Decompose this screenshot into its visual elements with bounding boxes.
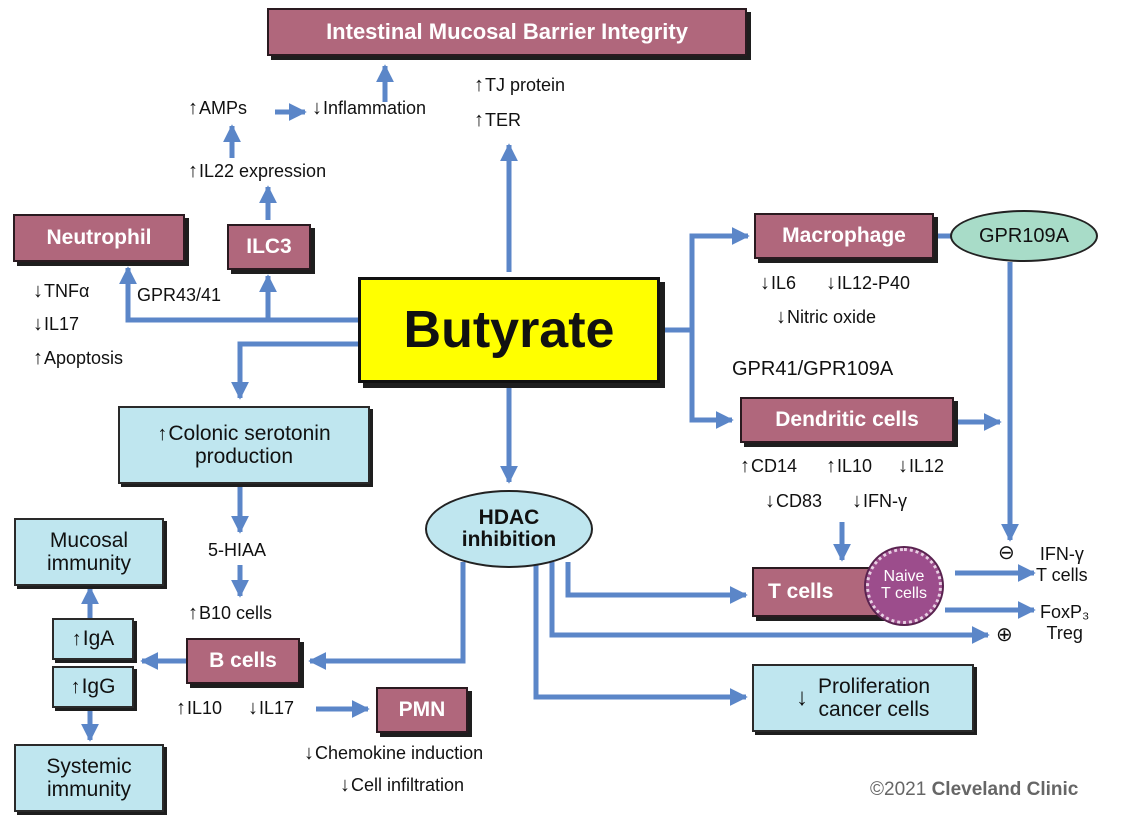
up-arrow-icon: ↑ <box>71 628 82 650</box>
arrow-butyrate-neutrophil <box>119 266 360 323</box>
amps-label: ↑AMPs <box>188 97 248 119</box>
apoptosis-label: ↑Apoptosis <box>33 347 124 369</box>
ifng-dc-label: ↓IFN-γ <box>852 490 907 512</box>
up-arrow-icon: ↑ <box>157 422 168 445</box>
up-arrow-icon: ↑ <box>176 697 186 719</box>
neutrophil-box: Neutrophil <box>13 214 185 262</box>
b-il17-label: ↓IL17 <box>248 697 295 719</box>
copyright-notice: ©2021 Cleveland Clinic <box>870 779 1079 800</box>
down-arrow-icon: ↓ <box>795 683 808 711</box>
down-arrow-icon: ↓ <box>826 272 836 294</box>
down-arrow-icon: ↓ <box>765 490 775 512</box>
down-arrow-icon: ↓ <box>33 313 43 335</box>
mucosal-immunity-box: Mucosal immunity <box>14 518 164 586</box>
down-arrow-icon: ↓ <box>760 272 770 294</box>
ifng-output-label: IFN-γ T cells <box>1036 544 1088 585</box>
iga-box: ↑IgA <box>52 618 134 660</box>
tnf-label: ↓TNFα <box>33 280 90 302</box>
foxp3-treg-label: FoxP₃ Treg <box>1040 602 1090 643</box>
inflammation-label: ↓Inflammation <box>312 97 427 119</box>
up-arrow-icon: ↑ <box>188 97 198 119</box>
infiltration-label: ↓Cell infiltration <box>340 774 465 796</box>
systemic-immunity-box: Systemic immunity <box>14 744 164 812</box>
dendritic-cells-box: Dendritic cells <box>740 397 954 443</box>
arrow-butyrate-macrophage <box>660 227 750 333</box>
up-arrow-icon: ↑ <box>188 160 198 182</box>
plus-symbol: ⊕ <box>996 624 1013 646</box>
il22-label: ↑IL22 expression <box>188 160 327 182</box>
5-hiaa-label: 5-HIAA <box>208 540 267 560</box>
down-arrow-icon: ↓ <box>852 490 862 512</box>
barrier-integrity-box: Intestinal Mucosal Barrier Integrity <box>267 8 747 56</box>
naive-t-cells-circle: Naive T cells <box>866 548 942 624</box>
b-cells-box: B cells <box>186 638 300 684</box>
up-arrow-icon: ↑ <box>740 455 750 477</box>
igg-box: ↑IgG <box>52 666 134 708</box>
down-arrow-icon: ↓ <box>248 697 258 719</box>
il6-label: ↓IL6 <box>760 272 797 294</box>
arrow-butyrate-dendritic <box>689 330 734 429</box>
b10-cells-label: ↑B10 cells <box>188 602 273 624</box>
up-arrow-icon: ↑ <box>70 676 81 698</box>
up-arrow-icon: ↑ <box>33 347 43 369</box>
arrow-hdac-tcells <box>565 562 748 604</box>
butyrate-box: Butyrate <box>358 277 660 383</box>
cd83-label: ↓CD83 <box>765 490 823 512</box>
chemokine-label: ↓Chemokine induction <box>304 742 484 764</box>
up-arrow-icon: ↑ <box>474 74 484 96</box>
il12-dc-label: ↓IL12 <box>898 455 945 477</box>
il12p40-label: ↓IL12-P40 <box>826 272 911 294</box>
down-arrow-icon: ↓ <box>312 97 322 119</box>
proliferation-box: ↓ Proliferation cancer cells <box>752 664 974 732</box>
arrow-hdac-plus <box>549 562 990 644</box>
ter-label: ↑TER <box>474 109 521 131</box>
down-arrow-icon: ↓ <box>776 306 786 328</box>
hdac-inhibition-oval: HDAC inhibition <box>425 490 593 568</box>
il10-dc-label: ↑IL10 <box>826 455 873 477</box>
nitric-oxide-label: ↓Nitric oxide <box>776 306 877 328</box>
arrow-hdac-bcells <box>308 562 466 670</box>
pmn-box: PMN <box>376 687 468 733</box>
butyrate-label: Butyrate <box>403 301 615 359</box>
minus-symbol: ⊖ <box>998 542 1015 564</box>
gpr109a-oval: GPR109A <box>950 210 1098 262</box>
cd14-label: ↑CD14 <box>740 455 798 477</box>
arrow-butyrate-serotonin <box>231 341 360 400</box>
il17-neutrophil-label: ↓IL17 <box>33 313 80 335</box>
ilc3-box: ILC3 <box>227 224 311 270</box>
up-arrow-icon: ↑ <box>188 602 198 624</box>
arrow-hdac-prolif <box>533 562 748 706</box>
down-arrow-icon: ↓ <box>304 742 314 764</box>
down-arrow-icon: ↓ <box>340 774 350 796</box>
tj-protein-label: ↑TJ protein <box>474 74 566 96</box>
down-arrow-icon: ↓ <box>33 280 43 302</box>
up-arrow-icon: ↑ <box>474 109 484 131</box>
gpr4341-label: GPR43/41 <box>137 285 222 305</box>
serotonin-box: ↑Colonic serotonin production <box>118 406 370 484</box>
macrophage-box: Macrophage <box>754 213 934 259</box>
down-arrow-icon: ↓ <box>898 455 908 477</box>
up-arrow-icon: ↑ <box>826 455 836 477</box>
b-il10-label: ↑IL10 <box>176 697 223 719</box>
gpr41-gpr109a-label: GPR41/GPR109A <box>732 358 894 380</box>
barrier-integrity-label: Intestinal Mucosal Barrier Integrity <box>326 19 688 44</box>
